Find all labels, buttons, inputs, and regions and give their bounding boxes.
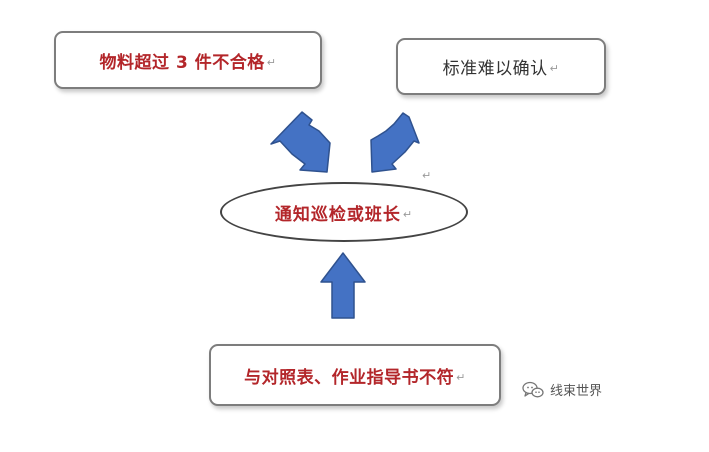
condition-box-defective-material: 物料超过 3 件不合格↵	[54, 31, 322, 89]
condition-box-unclear-standard: 标准难以确认↵	[396, 38, 606, 95]
action-ellipse-notify-supervisor: 通知巡检或班长↵	[220, 182, 468, 242]
arrow-up	[320, 252, 366, 319]
watermark: 线束世界	[522, 380, 602, 399]
paragraph-mark: ↵	[402, 207, 414, 221]
paragraph-mark: ↵	[266, 55, 277, 69]
paragraph-mark: ↵	[549, 62, 560, 75]
wechat-chat-icon	[522, 381, 544, 399]
paragraph-mark: ↵	[422, 169, 432, 182]
watermark-text: 线束世界	[550, 384, 603, 399]
condition-text: 物料超过 3 件不合格	[99, 52, 265, 73]
action-text: 通知巡检或班长	[274, 204, 401, 225]
condition-text: 标准难以确认	[442, 59, 548, 79]
arrow-down-left	[370, 112, 420, 173]
arrow-down-right	[270, 111, 331, 173]
condition-box-mismatch-instructions: 与对照表、作业指导书不符↵	[209, 344, 501, 406]
paragraph-mark: ↵	[456, 370, 466, 384]
condition-text: 与对照表、作业指导书不符	[244, 367, 455, 388]
